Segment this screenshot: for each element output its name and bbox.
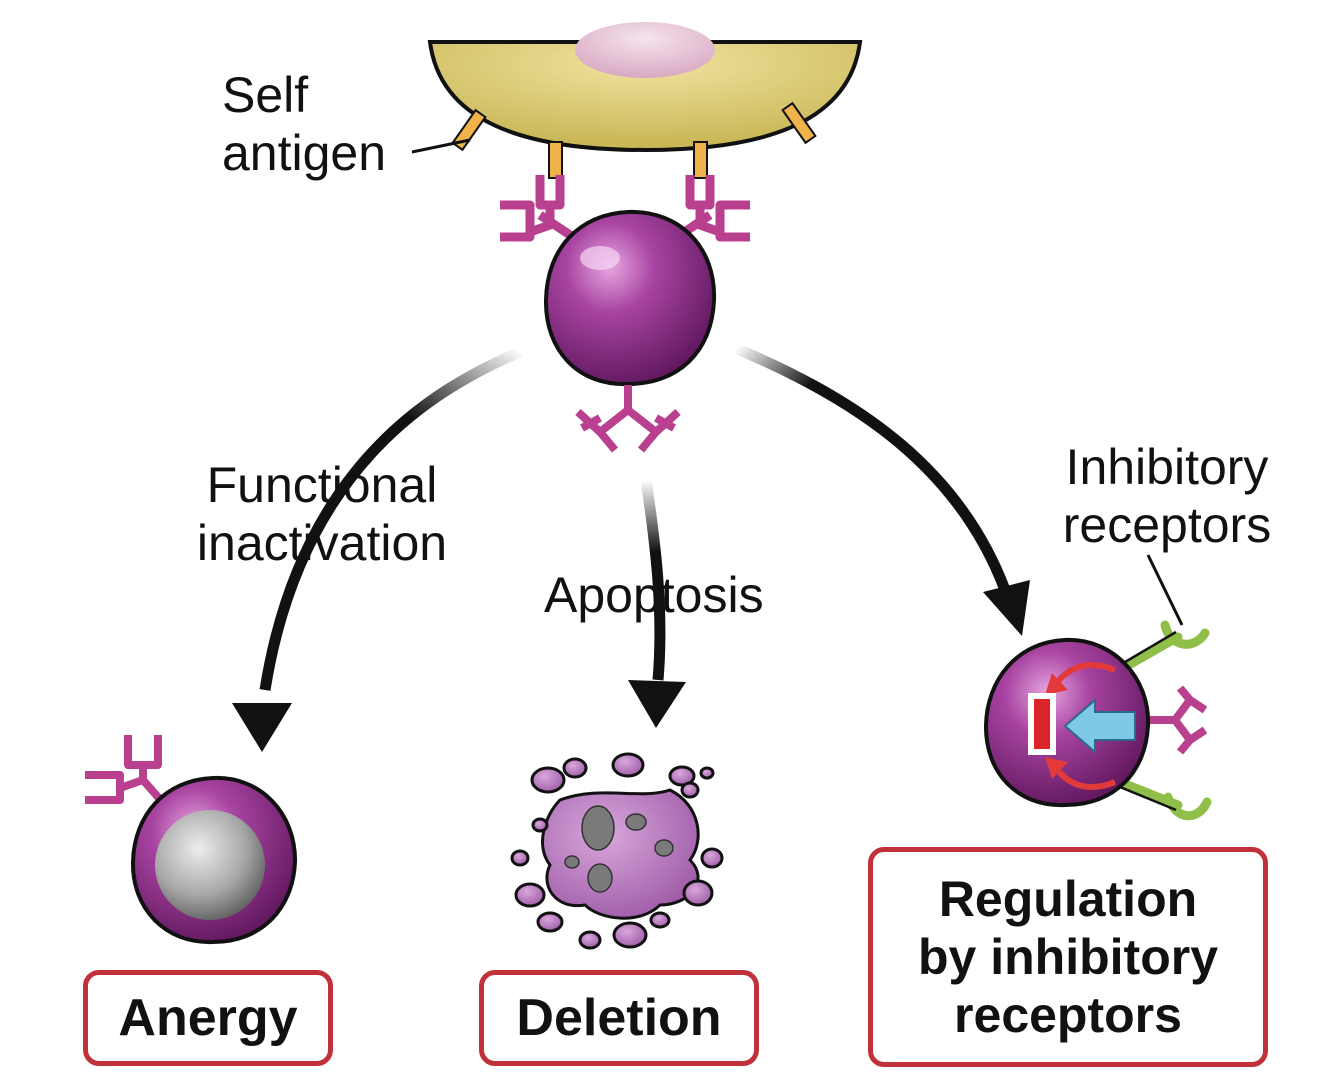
arrow-apoptosis (628, 479, 686, 728)
arrow-functional-inactivation (232, 346, 523, 752)
functional-inactivation-line1: Functional (206, 457, 438, 513)
b-cell-receptor-icon (575, 385, 681, 453)
lymphocyte-icon (543, 209, 717, 387)
anergic-receptor-icon (85, 735, 169, 808)
activation-signal-arrow-icon (1063, 697, 1136, 755)
inhibitory-receptors-line1: Inhibitory (1065, 439, 1269, 495)
inhibitory-receptors-label: Inhibitory receptors (1042, 438, 1292, 554)
self-antigen-icon (451, 101, 817, 179)
inhibitory-signal-arrow-icon (1052, 662, 1117, 790)
apoptosis-label: Apoptosis (544, 566, 764, 624)
regulation-outcome-line2: by inhibitory (918, 929, 1218, 985)
self-antigen-label: Self antigen (222, 66, 386, 182)
antigen-presenting-cell (427, 22, 863, 153)
regulation-outcome-line1: Regulation (938, 871, 1198, 927)
regulation-outcome-box: Regulation by inhibitory receptors (868, 847, 1268, 1067)
deletion-outcome-text: Deletion (516, 989, 722, 1047)
inhibitory-receptor-icon (1115, 620, 1212, 821)
self-antigen-label-line1: Self (222, 67, 309, 123)
self-antigen-label-line2: antigen (222, 125, 387, 181)
regulation-outcome-line3: receptors (954, 987, 1182, 1043)
functional-inactivation-line2: inactivation (196, 515, 448, 571)
arrow-regulation (732, 342, 1030, 636)
deletion-outcome-box: Deletion (479, 970, 759, 1066)
inhibitory-receptor-leader (1146, 554, 1184, 626)
inhibitory-receptor-icon (1119, 630, 1177, 812)
anergic-lymphocyte-icon (130, 775, 298, 945)
self-antigen-leader (411, 138, 471, 154)
functional-inactivation-label: Functional inactivation (172, 456, 472, 572)
inhibitory-signal-arrowhead-icon (1045, 673, 1068, 779)
fragmented-nucleus-icon (564, 805, 674, 893)
anergy-outcome-text: Anergy (118, 989, 298, 1047)
inhibitory-receptors-line2: receptors (1062, 497, 1272, 553)
signal-block-icon (1028, 693, 1056, 755)
anergy-outcome-box: Anergy (83, 970, 333, 1066)
regulated-lymphocyte-icon (983, 637, 1151, 808)
apoptotic-cell-debris-icon (510, 752, 724, 950)
apoptosis-text: Apoptosis (544, 567, 764, 623)
